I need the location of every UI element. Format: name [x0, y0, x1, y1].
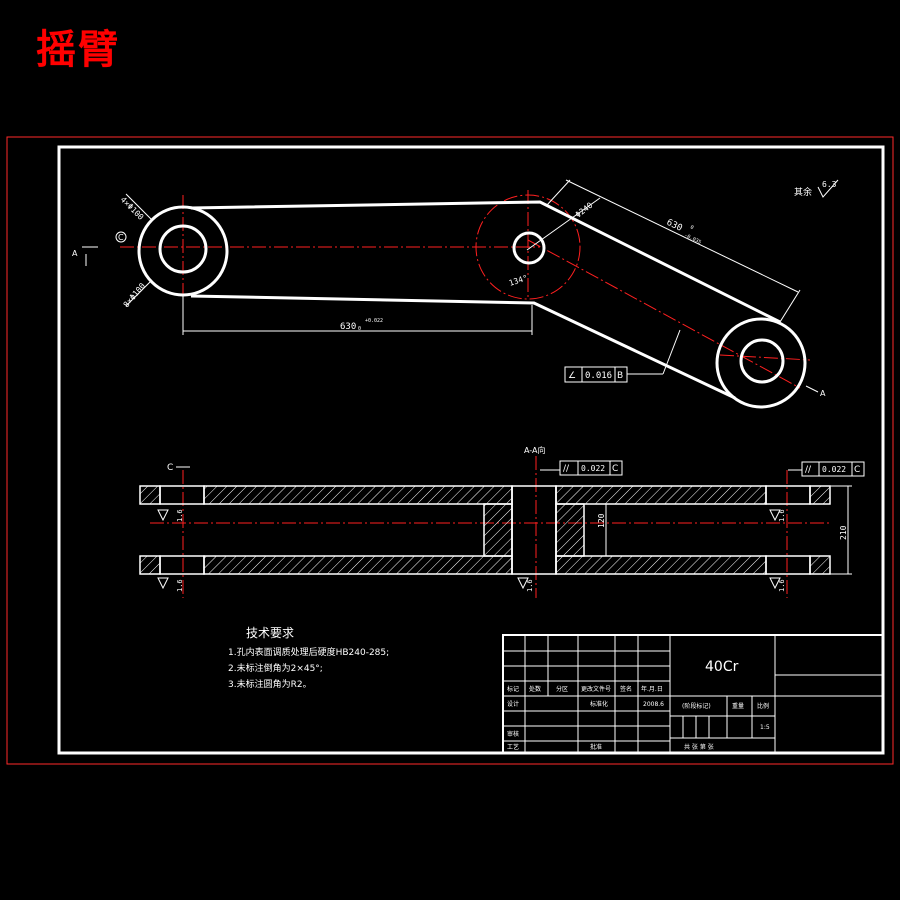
tb-label-date: 年.月.日: [641, 685, 663, 693]
roughness-4: 1.6: [778, 509, 786, 522]
tb-scale: 比例: [757, 702, 769, 710]
tolerance-2-symbol: //: [805, 465, 812, 475]
roughness-5: 1.6: [778, 579, 786, 592]
dim-630-horizontal: 630: [340, 322, 356, 332]
tb-label-change-doc: 更改文件号: [581, 685, 611, 693]
dim-bottom-left: 8×Φ100: [122, 281, 148, 309]
tolerance-2-datum: C: [854, 465, 860, 475]
tb-review: 审核: [507, 730, 519, 738]
tech-item-1: 1.孔内表面调质处理后硬度HB240-285;: [228, 646, 389, 658]
tolerance-1-value: 0.022: [581, 464, 605, 473]
tb-sheet-info: 共 张 第 张: [684, 743, 714, 751]
tb-approve: 批准: [590, 743, 602, 751]
tolerance-datum-b: B: [617, 371, 623, 381]
tolerance-symbol-angularity: ∠: [568, 371, 576, 381]
section-view: A-A向 120 210 C: [139, 445, 865, 598]
tb-weight: 重量: [732, 702, 744, 710]
tb-label-count: 处数: [529, 685, 541, 693]
roughness-mark-top: C: [118, 233, 124, 242]
tb-label-zone: 分区: [556, 685, 568, 693]
section-mark-right: A: [820, 389, 826, 398]
tb-stage: (阶段标记): [682, 702, 711, 710]
dim-overall-height: 210: [839, 525, 848, 540]
dim-inner-gap: 120: [597, 513, 606, 528]
tolerance-1-datum: C: [612, 464, 618, 474]
tb-design: 设计: [507, 700, 519, 708]
tb-date: 2008.6: [643, 701, 664, 708]
roughness-1: 1.6: [176, 509, 184, 522]
technical-requirements: 技术要求 1.孔内表面调质处理后硬度HB240-285; 2.未标注倒角为2×4…: [228, 626, 389, 690]
tb-label-sign: 签名: [620, 685, 632, 693]
dim-center-hole: Φ240: [574, 201, 595, 220]
dim-630-horizontal-tol: +0.022: [365, 318, 383, 324]
tolerance-2-value: 0.022: [822, 465, 846, 474]
tb-scale-value: 1:5: [760, 724, 770, 731]
dim-630-oblique-tol: 0: [689, 224, 694, 231]
roughness-3: 1.6: [526, 579, 534, 592]
section-label: A-A向: [524, 445, 545, 455]
tech-item-2: 2.未标注倒角为2×45°;: [228, 662, 323, 674]
tolerance-value-angularity: 0.016: [585, 371, 612, 381]
dim-630-oblique-tol2: -0.035: [683, 232, 702, 245]
tech-item-3: 3.未标注圆角为R2。: [228, 678, 312, 690]
tech-heading: 技术要求: [246, 626, 294, 640]
title-block: 40Cr 标记 处数 分区 更改文件号 签名 年.月.日 设计 标准化 2008…: [502, 634, 884, 754]
outer-frame: [6, 136, 894, 765]
dim-630-horizontal-tol2: 0: [358, 326, 361, 332]
other-roughness-label: 其余: [794, 186, 812, 198]
inner-frame: [57, 145, 885, 755]
other-roughness-value: 6.3: [822, 180, 837, 189]
tb-standardize: 标准化: [590, 700, 608, 708]
dim-top-left: 4×Φ100: [119, 195, 146, 222]
datum-c: C: [167, 463, 173, 473]
tb-process: 工艺: [507, 743, 519, 751]
dim-angle: 134°: [508, 273, 529, 288]
section-mark-left: A: [72, 249, 78, 258]
top-view: 630 +0.022 0 630 0 -0.035 Φ240 134° 4×Φ1…: [72, 179, 839, 409]
material: 40Cr: [705, 659, 739, 675]
tolerance-1-symbol: //: [563, 464, 570, 474]
tb-label-mark: 标记: [507, 685, 519, 693]
dim-630-oblique: 630: [665, 218, 684, 234]
drawing-title: 摇臂: [36, 26, 120, 73]
roughness-2: 1.6: [176, 579, 184, 592]
